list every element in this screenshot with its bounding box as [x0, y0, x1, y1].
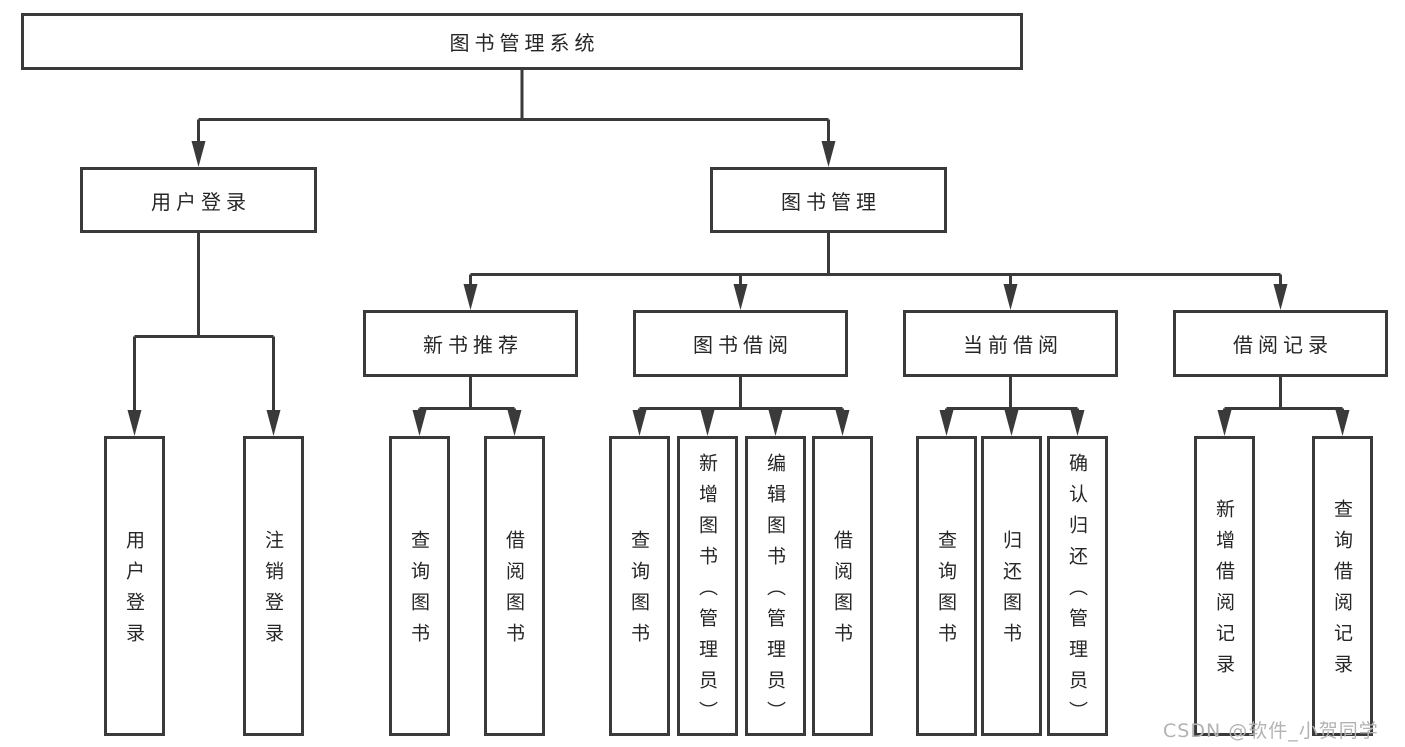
leaf-newbook-query-book: 查询图书	[389, 436, 450, 736]
node-book-borrow: 图书借阅	[633, 310, 848, 377]
leaf-borrow-query-book: 查询图书	[609, 436, 670, 736]
leaf-label: 编辑图书（管理员）	[764, 452, 786, 732]
node-label: 用户登录	[151, 189, 251, 214]
node-current-borrow: 当前借阅	[903, 310, 1118, 377]
leaf-label: 新增图书（管理员）	[696, 452, 718, 732]
leaf-label: 归还图书	[1000, 530, 1022, 654]
leaf-confirm-return-admin: 确认归还（管理员）	[1047, 436, 1108, 736]
leaf-label: 用户登录	[123, 530, 145, 654]
leaf-return-book: 归还图书	[981, 436, 1042, 736]
leaf-label: 查询图书	[628, 530, 650, 654]
leaf-label: 确认归还（管理员）	[1066, 452, 1088, 732]
leaf-borrow-book: 借阅图书	[812, 436, 873, 736]
leaf-logout: 注销登录	[243, 436, 304, 736]
leaf-current-query-book: 查询图书	[916, 436, 977, 736]
leaf-query-borrow-record: 查询借阅记录	[1312, 436, 1373, 736]
node-borrow-records: 借阅记录	[1173, 310, 1388, 377]
leaf-label: 借阅图书	[831, 530, 853, 654]
leaf-user-login: 用户登录	[104, 436, 165, 736]
node-label: 图书管理	[781, 189, 881, 214]
leaf-newbook-borrow-book: 借阅图书	[484, 436, 545, 736]
leaf-label: 查询借阅记录	[1331, 499, 1353, 685]
node-label: 当前借阅	[963, 333, 1063, 357]
leaf-label: 查询图书	[935, 530, 957, 654]
leaf-label: 新增借阅记录	[1213, 499, 1235, 685]
node-label: 借阅记录	[1233, 333, 1333, 357]
csdn-watermark: CSDN @软件_小贺同学	[1163, 720, 1379, 742]
leaf-edit-book-admin: 编辑图书（管理员）	[745, 436, 806, 736]
leaf-add-book-admin: 新增图书（管理员）	[677, 436, 738, 736]
node-new-book-recommend: 新书推荐	[363, 310, 578, 377]
node-label: 图书管理系统	[449, 31, 600, 55]
leaf-label: 借阅图书	[503, 530, 525, 654]
node-user-login: 用户登录	[80, 167, 317, 233]
node-library-management-system: 图书管理系统	[21, 13, 1023, 70]
node-label: 图书借阅	[693, 333, 793, 357]
leaf-add-borrow-record: 新增借阅记录	[1194, 436, 1255, 736]
arrowhead-group	[127, 141, 1350, 436]
node-label: 新书推荐	[423, 333, 523, 357]
node-book-management: 图书管理	[710, 167, 947, 233]
leaf-label: 注销登录	[262, 530, 284, 654]
leaf-label: 查询图书	[408, 530, 430, 654]
